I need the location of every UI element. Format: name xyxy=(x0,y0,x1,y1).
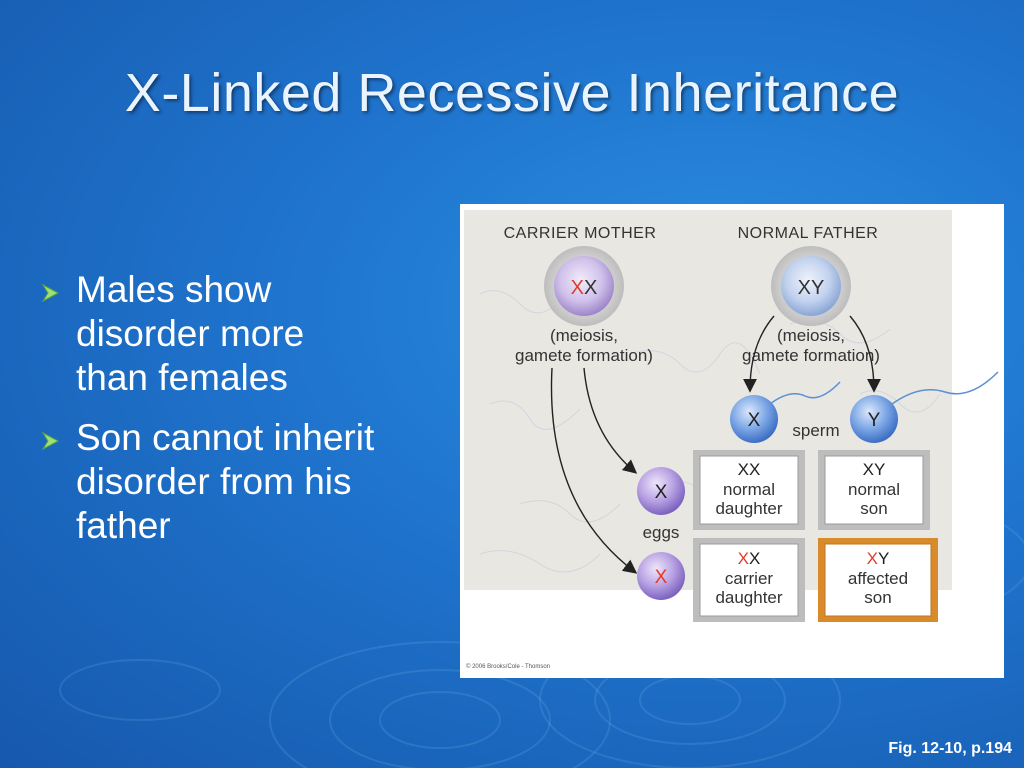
bullet-item: Males show disorder more than females xyxy=(40,268,460,400)
egg-cell-1 xyxy=(637,467,685,515)
bullet-line: Son cannot inherit xyxy=(76,417,375,458)
bullet-line: than females xyxy=(76,357,288,398)
meiosis-father-line1: (meiosis, xyxy=(777,326,845,345)
sperm-tail xyxy=(891,371,999,405)
sperm-y-label: Y xyxy=(868,410,881,431)
bullet-line: Males show xyxy=(76,269,272,310)
sperm-cell-x xyxy=(730,395,778,443)
arrow-to-sperm-2 xyxy=(849,315,881,393)
bullet-line: father xyxy=(76,505,171,546)
sperm-cell-y xyxy=(850,395,898,443)
father-label: NORMAL FATHER xyxy=(738,225,879,242)
mother-cell xyxy=(554,256,614,316)
bullet-item: Son cannot inherit disorder from his fat… xyxy=(40,416,460,548)
mother-label: CARRIER MOTHER xyxy=(504,225,657,242)
meiosis-mother-line2: gamete formation) xyxy=(515,346,653,365)
offspring-line1: normal xyxy=(723,480,775,499)
offspring-carrier-daughter: XX carrier daughter xyxy=(693,538,805,622)
figure-reference: Fig. 12-10, p.194 xyxy=(888,740,1012,757)
arrow-to-egg-2 xyxy=(550,367,638,574)
mother-genotype: XX xyxy=(571,277,598,299)
arrow-to-sperm-1 xyxy=(743,315,775,393)
offspring-line2: son xyxy=(864,588,891,607)
offspring-genotype: XX xyxy=(738,460,761,479)
meiosis-father-line2: gamete formation) xyxy=(742,346,880,365)
egg-1-label: X xyxy=(655,482,668,503)
egg-2-label: X xyxy=(655,567,668,588)
offspring-normal-son: XY normal son xyxy=(818,450,930,530)
inheritance-diagram: CARRIER MOTHER NORMAL FATHER XX XY (meio… xyxy=(460,204,1004,678)
offspring-line1: carrier xyxy=(725,569,774,588)
bullet-line: disorder from his xyxy=(76,461,352,502)
diagram-canvas: CARRIER MOTHER NORMAL FATHER XX XY (meio… xyxy=(464,210,999,670)
egg-cell-2 xyxy=(637,552,685,600)
offspring-line1: affected xyxy=(848,569,908,588)
allele-recessive: X xyxy=(571,277,584,299)
offspring-line2: son xyxy=(860,499,887,518)
offspring-genotype: XX xyxy=(738,549,761,568)
father-genotype: XY xyxy=(798,277,825,299)
bullet-list: Males show disorder more than females So… xyxy=(40,268,460,564)
slide-title: X-Linked Recessive Inheritance xyxy=(124,63,900,123)
sperm-x-label: X xyxy=(748,410,761,431)
meiosis-mother-line1: (meiosis, xyxy=(550,326,618,345)
offspring-affected-son: XY affected son xyxy=(818,538,938,622)
allele-normal: X xyxy=(584,277,597,299)
arrow-to-egg-1 xyxy=(583,367,638,474)
offspring-genotype: XY xyxy=(863,460,886,479)
offspring-line2: daughter xyxy=(715,499,782,518)
offspring-line1: normal xyxy=(848,480,900,499)
eggs-label: eggs xyxy=(643,523,680,542)
bullet-line: disorder more xyxy=(76,313,305,354)
offspring-genotype: XY xyxy=(867,549,890,568)
sperm-tail xyxy=(769,381,841,405)
offspring-line2: daughter xyxy=(715,588,782,607)
offspring-normal-daughter: XX normal daughter xyxy=(693,450,805,530)
father-cell xyxy=(781,256,841,316)
arrow-bullet-icon xyxy=(41,431,60,451)
arrow-bullet-icon xyxy=(41,283,60,303)
copyright-text: © 2006 Brooks/Cole - Thomson xyxy=(466,663,550,670)
sperm-label: sperm xyxy=(792,421,839,440)
